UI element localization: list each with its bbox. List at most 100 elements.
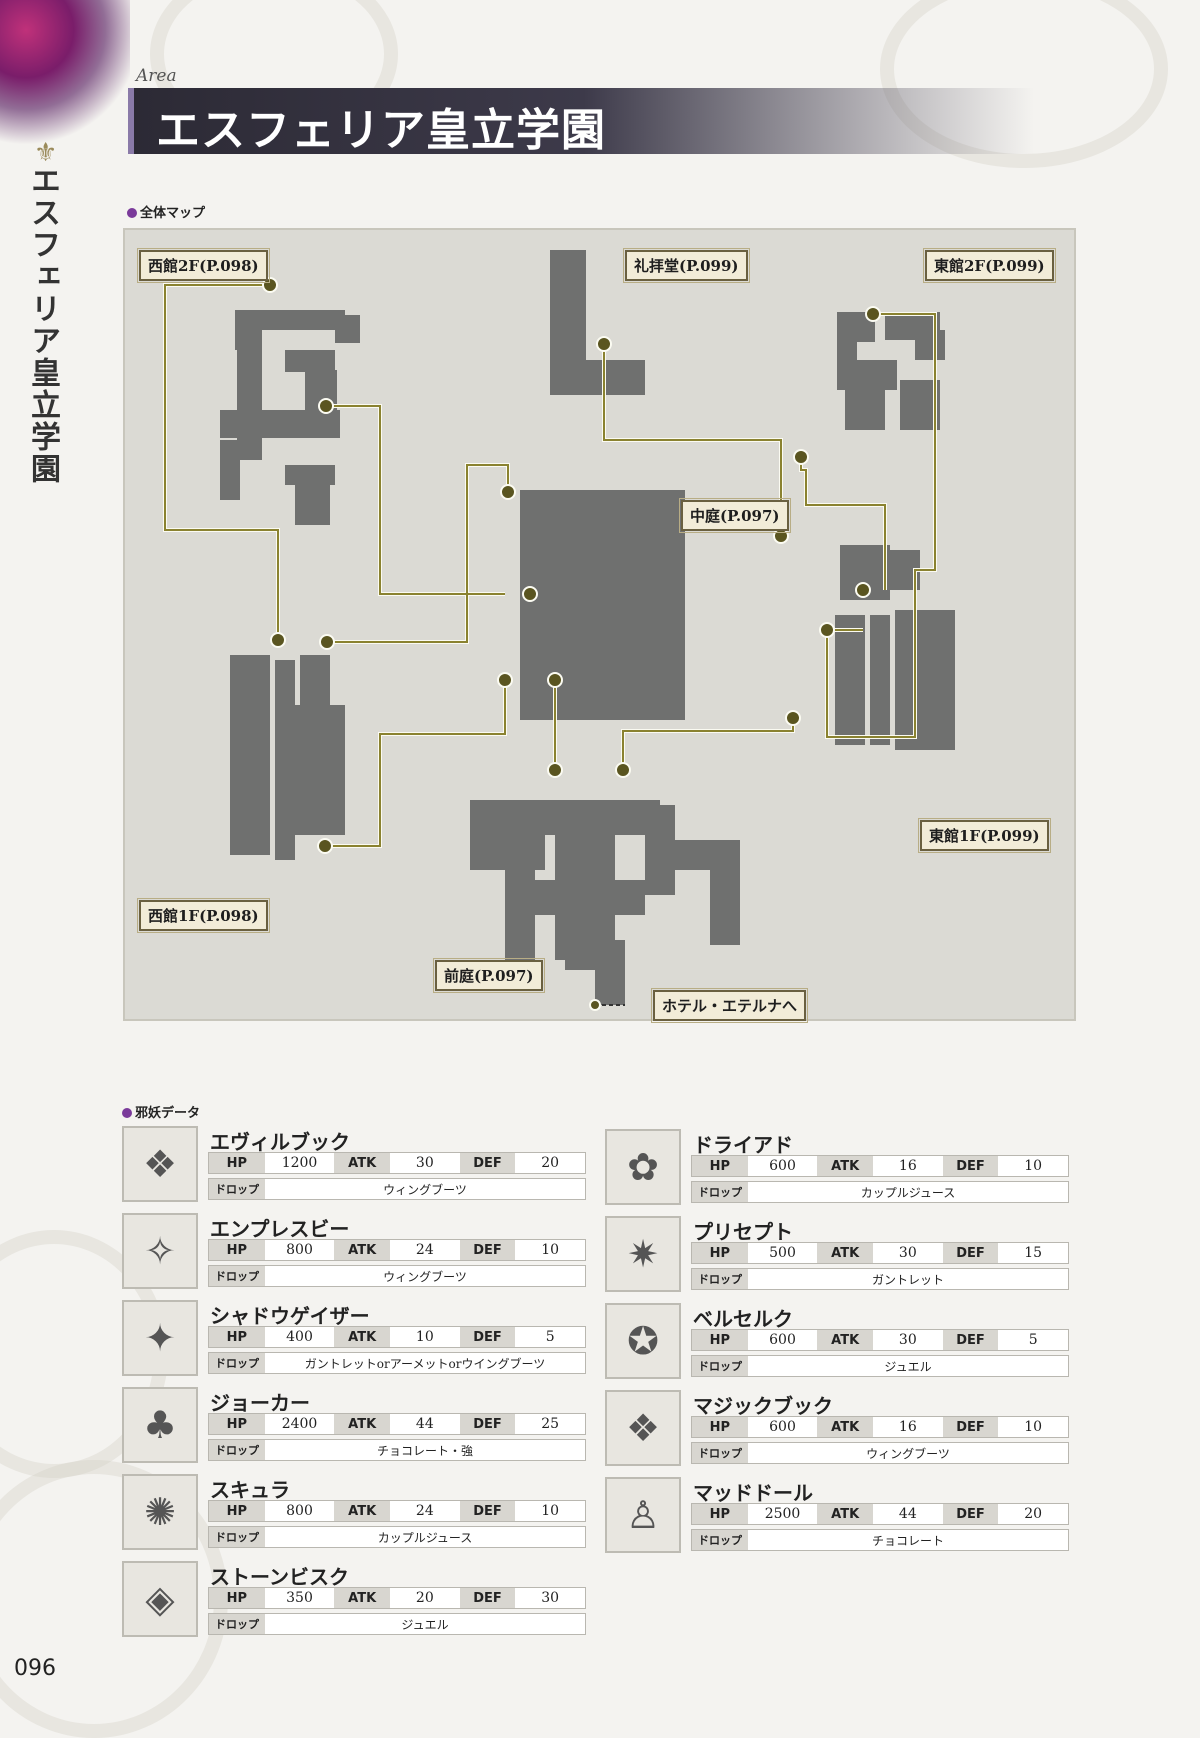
monster-name: スキュラ bbox=[210, 1478, 290, 1502]
drop-value: ウィングブーツ bbox=[265, 1266, 585, 1286]
drop-label: ドロップ bbox=[692, 1530, 748, 1550]
area-script-label: Area bbox=[136, 66, 177, 86]
drop-label: ドロップ bbox=[209, 1179, 265, 1199]
atk-value: 16 bbox=[873, 1417, 943, 1437]
map-buildings bbox=[220, 250, 955, 1005]
monster-name: ストーンビスク bbox=[210, 1565, 349, 1589]
hp-label: HP bbox=[209, 1414, 265, 1434]
def-value: 10 bbox=[515, 1240, 585, 1260]
atk-label: ATK bbox=[334, 1240, 391, 1260]
drop-label: ドロップ bbox=[692, 1182, 748, 1202]
drop-value: チョコレート bbox=[748, 1530, 1068, 1550]
hp-value: 1200 bbox=[264, 1153, 335, 1173]
def-label: DEF bbox=[942, 1417, 999, 1437]
def-value: 20 bbox=[515, 1153, 585, 1173]
atk-label: ATK bbox=[817, 1417, 874, 1437]
atk-label: ATK bbox=[817, 1504, 874, 1524]
atk-value: 30 bbox=[390, 1153, 460, 1173]
map-label-courtyard: 中庭(P.097) bbox=[679, 498, 791, 533]
def-value: 5 bbox=[515, 1327, 585, 1347]
hp-label: HP bbox=[692, 1417, 748, 1437]
def-label: DEF bbox=[459, 1588, 516, 1608]
def-label: DEF bbox=[942, 1504, 999, 1524]
monster-name: プリセプト bbox=[693, 1220, 793, 1244]
atk-value: 16 bbox=[873, 1156, 943, 1176]
monster-name: エンプレスビー bbox=[210, 1217, 350, 1241]
drop-label: ドロップ bbox=[692, 1356, 748, 1376]
drop-value: ガントレット bbox=[748, 1269, 1068, 1289]
hp-value: 2500 bbox=[747, 1504, 818, 1524]
def-value: 10 bbox=[998, 1417, 1068, 1437]
side-title: エスフェリア皇立学園 bbox=[25, 165, 60, 485]
atk-label: ATK bbox=[817, 1330, 874, 1350]
hp-value: 350 bbox=[264, 1588, 335, 1608]
monster-drop-row: ドロップカップルジュース bbox=[691, 1181, 1069, 1203]
monster-portrait-icon: ✷ bbox=[605, 1216, 681, 1292]
def-value: 25 bbox=[515, 1414, 585, 1434]
hp-label: HP bbox=[692, 1243, 748, 1263]
map-label-east-2f: 東館2F(P.099) bbox=[923, 248, 1056, 283]
hp-label: HP bbox=[209, 1153, 265, 1173]
drop-label: ドロップ bbox=[209, 1440, 265, 1460]
monster-portrait-icon: ❖ bbox=[122, 1126, 198, 1202]
overall-map: 西館2F(P.098) 礼拝堂(P.099) 東館2F(P.099) 中庭(P.… bbox=[123, 228, 1076, 1023]
atk-label: ATK bbox=[334, 1501, 391, 1521]
drop-label: ドロップ bbox=[692, 1443, 748, 1463]
def-label: DEF bbox=[459, 1414, 516, 1434]
atk-value: 44 bbox=[390, 1414, 460, 1434]
drop-value: ジュエル bbox=[265, 1614, 585, 1634]
drop-value: ガントレットorアーメットorウイングブーツ bbox=[265, 1353, 585, 1373]
title-bar: エスフェリア皇立学園 bbox=[128, 88, 1034, 156]
monster-drop-row: ドロップジュエル bbox=[208, 1613, 586, 1635]
monster-drop-row: ドロップガントレット bbox=[691, 1268, 1069, 1290]
monster-drop-row: ドロップウィングブーツ bbox=[691, 1442, 1069, 1464]
monster-drop-row: ドロップチョコレート・強 bbox=[208, 1439, 586, 1461]
monster-drop-row: ドロップガントレットorアーメットorウイングブーツ bbox=[208, 1352, 586, 1374]
map-drawing bbox=[163, 250, 955, 1011]
def-label: DEF bbox=[459, 1501, 516, 1521]
monster-name: マッドドール bbox=[693, 1481, 813, 1505]
hp-value: 400 bbox=[264, 1327, 335, 1347]
monster-portrait-icon: ♣ bbox=[122, 1387, 198, 1463]
atk-value: 20 bbox=[390, 1588, 460, 1608]
monster-name: エヴィルブック bbox=[210, 1130, 350, 1154]
drop-label: ドロップ bbox=[692, 1269, 748, 1289]
hp-value: 600 bbox=[747, 1330, 818, 1350]
map-label-east-1f: 東館1F(P.099) bbox=[918, 818, 1051, 853]
def-value: 10 bbox=[515, 1501, 585, 1521]
hp-value: 600 bbox=[747, 1156, 818, 1176]
monster-drop-row: ドロップカップルジュース bbox=[208, 1526, 586, 1548]
map-routes bbox=[164, 284, 936, 1006]
hp-value: 500 bbox=[747, 1243, 818, 1263]
def-label: DEF bbox=[942, 1243, 999, 1263]
monster-portrait-icon: ◈ bbox=[122, 1561, 198, 1637]
monster-drop-row: ドロップウィングブーツ bbox=[208, 1265, 586, 1287]
flower-corner-ornament bbox=[0, 0, 130, 150]
drop-value: カップルジュース bbox=[265, 1527, 585, 1547]
drop-value: ウィングブーツ bbox=[265, 1179, 585, 1199]
map-section-label: 全体マップ bbox=[127, 202, 205, 221]
hp-value: 2400 bbox=[264, 1414, 335, 1434]
monster-portrait-icon: ✦ bbox=[122, 1300, 198, 1376]
def-label: DEF bbox=[942, 1156, 999, 1176]
def-value: 5 bbox=[998, 1330, 1068, 1350]
monster-portrait-icon: ✧ bbox=[122, 1213, 198, 1289]
hp-label: HP bbox=[209, 1588, 265, 1608]
hp-value: 800 bbox=[264, 1501, 335, 1521]
atk-label: ATK bbox=[334, 1414, 391, 1434]
monster-name: シャドウゲイザー bbox=[210, 1304, 370, 1328]
